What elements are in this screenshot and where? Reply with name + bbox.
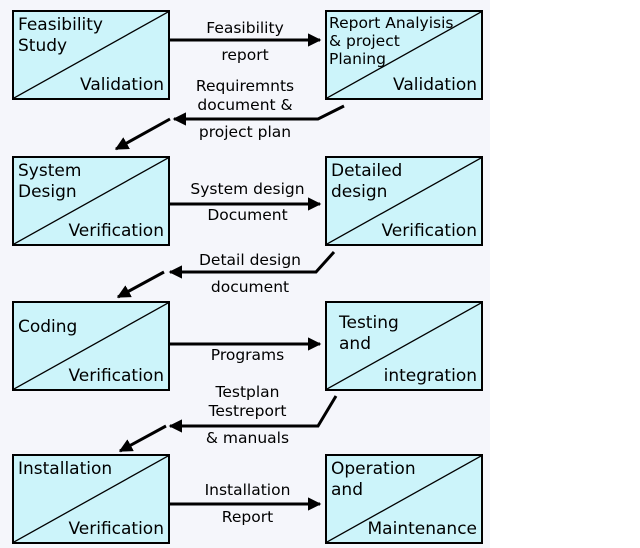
box-phase: Verification [68, 221, 164, 241]
system-design-box: System Design Verification [12, 156, 170, 246]
box-title: Installation [18, 459, 113, 479]
box-phase: Verification [381, 221, 477, 241]
box-phase: Verification [68, 366, 164, 386]
box-title: Coding [18, 317, 78, 337]
requirements-label-line3: project plan [198, 123, 292, 141]
detail-design-label-line1: Detail design [198, 251, 301, 269]
system-design-label-line1: System design [190, 180, 305, 198]
arrow-testplan-to-installation [118, 424, 167, 453]
box-title: Operation and [331, 459, 416, 500]
system-design-label-line2: Document [207, 206, 288, 224]
box-phase: Verification [68, 519, 164, 539]
box-diagonal [14, 303, 168, 389]
testplan-label-line1: Testplan [215, 383, 280, 401]
box-diagonal [327, 12, 481, 98]
box-title: System Design [18, 161, 82, 202]
report-analysis-box: Report Analyisis & project Planing Valid… [325, 10, 483, 100]
box-diagonal [327, 158, 481, 244]
testing-integration-box: Testing and integration [325, 301, 483, 391]
feasibility-label-line1: Feasibility [206, 19, 284, 37]
arrow-report-to-requirements [172, 104, 345, 126]
box-diagonal [327, 456, 481, 542]
arrow-detailed-to-detail-doc [168, 250, 336, 279]
box-phase: Maintenance [367, 519, 477, 539]
box-title: Detailed design [331, 161, 403, 202]
programs-label: Programs [210, 346, 285, 364]
box-title: Report Analyisis & project Planing [329, 14, 454, 68]
box-phase: integration [383, 366, 477, 386]
installation-box: Installation Verification [12, 454, 170, 544]
requirements-label-line2: document & [197, 96, 293, 114]
operation-maintenance-box: Operation and Maintenance [325, 454, 483, 544]
detail-design-label-line2: document [210, 278, 290, 296]
feasibility-label-line2: report [221, 46, 269, 64]
box-diagonal [327, 303, 481, 389]
box-phase: Validation [80, 75, 164, 95]
box-phase: Validation [393, 75, 477, 95]
installation-label-line1: Installation [204, 481, 291, 499]
arrow-detail-doc-to-coding [116, 270, 165, 299]
box-title: Feasibility Study [18, 15, 103, 56]
box-title: Testing and [339, 313, 399, 354]
arrow-testing-to-testplan [168, 395, 338, 433]
requirements-label-line1: Requiremnts [195, 77, 295, 95]
testplan-label-line2: Testreport [208, 402, 287, 420]
feasibility-study-box: Feasibility Study Validation [12, 10, 170, 100]
box-diagonal [14, 158, 168, 244]
detailed-design-box: Detailed design Verification [325, 156, 483, 246]
box-diagonal [14, 12, 168, 98]
installation-label-line2: Report [221, 508, 274, 526]
coding-box: Coding Verification [12, 301, 170, 391]
arrow-requirements-to-system-design [114, 117, 171, 151]
box-diagonal [14, 456, 168, 542]
testplan-label-line3: & manuals [205, 429, 290, 447]
